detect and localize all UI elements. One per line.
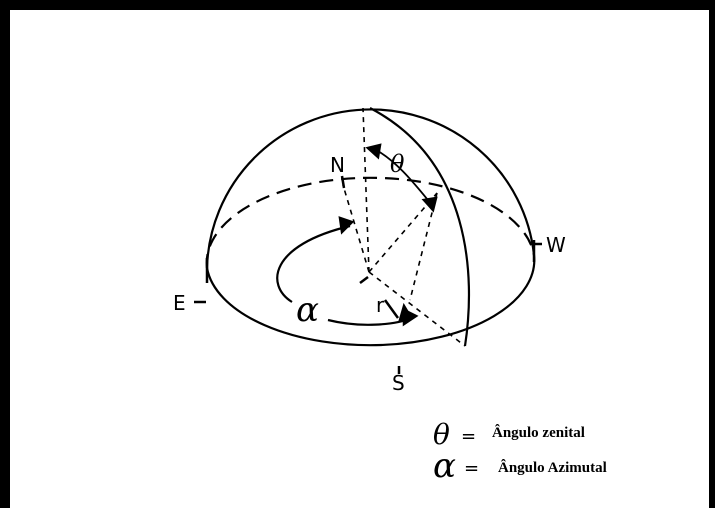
- label-west: W: [546, 233, 566, 257]
- legend-alpha-equals: =: [464, 458, 479, 479]
- label-south: S: [392, 371, 405, 395]
- legend-theta-equals: =: [461, 426, 476, 447]
- arrow-theta-end: [421, 196, 438, 213]
- arrow-theta-start: [365, 143, 382, 160]
- legend-theta-symbol: θ: [433, 418, 450, 451]
- label-east: E: [173, 291, 186, 315]
- zenith-line: [362, 107, 370, 273]
- label-alpha: α: [296, 290, 319, 330]
- label-north: N: [330, 153, 345, 177]
- radius-line-upper: [368, 192, 438, 273]
- legend-theta-text: Ângulo zenital: [492, 424, 585, 441]
- arrow-radius: [398, 302, 412, 323]
- label-radius: r: [376, 293, 385, 317]
- legend-alpha-text: Ângulo Azimutal: [498, 459, 607, 476]
- base-front-arc: [205, 254, 536, 347]
- azimuth-arc: [276, 224, 351, 303]
- meridian-curve: [369, 107, 471, 347]
- projection-line: [409, 192, 438, 301]
- dome-outline: [205, 108, 536, 269]
- arrow-azimuth: [338, 216, 355, 235]
- radius-ground-line: [368, 271, 466, 347]
- legend-alpha-symbol: α: [433, 446, 456, 486]
- label-theta: θ: [390, 150, 405, 178]
- base-back-arc: [205, 176, 536, 269]
- legend: θ = Ângulo zenital α = Ângulo Azimutal: [433, 418, 607, 486]
